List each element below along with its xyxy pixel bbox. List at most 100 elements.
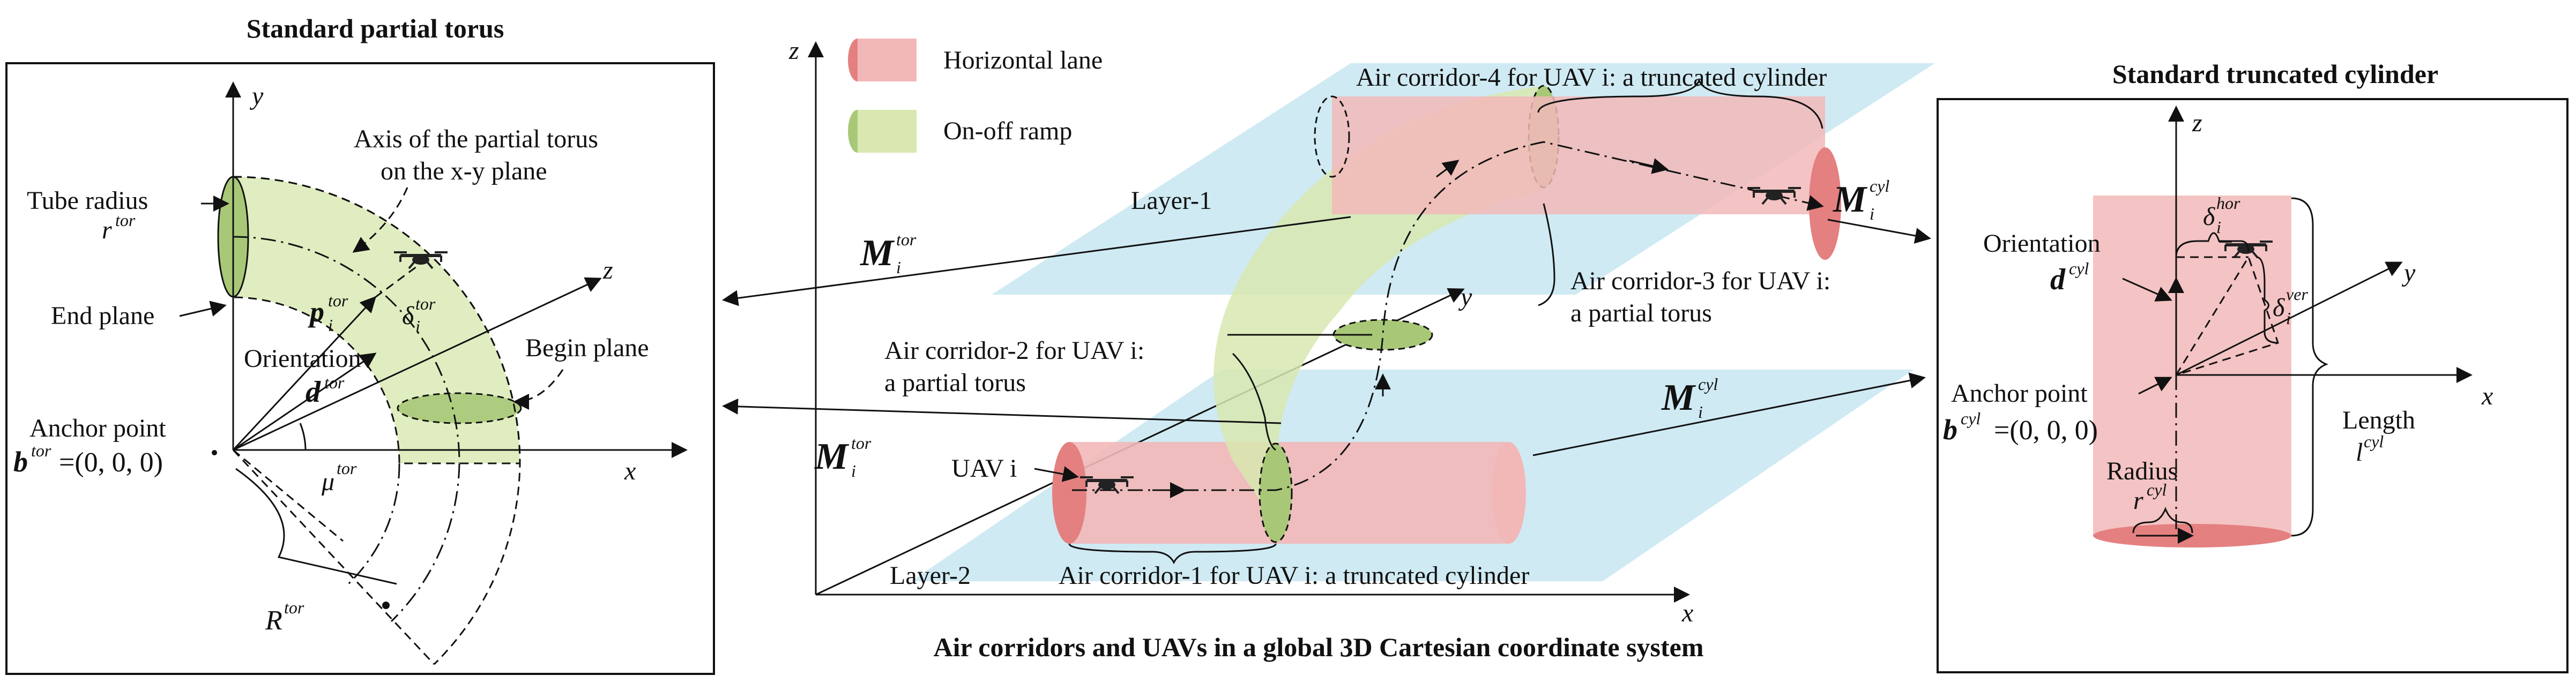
corridor-2-label-2: a partial torus xyxy=(884,369,1026,397)
left-y-label: y xyxy=(249,82,264,110)
corridor-3-brace xyxy=(1538,203,1555,306)
d-tor-sup: tor xyxy=(324,373,345,392)
cyl-anchor-b: b xyxy=(1943,414,1957,446)
delta-tor-sym: δ xyxy=(402,302,414,330)
M-cyl-lower-sup: cyl xyxy=(1698,374,1718,394)
cyl-d-sym: d xyxy=(2050,263,2066,296)
delta-ver-sym: δ xyxy=(2273,294,2285,322)
orientation-label: Orientation xyxy=(244,344,361,373)
axis-label-1: Axis of the partial torus xyxy=(354,125,598,153)
ver-bracket xyxy=(2256,256,2279,344)
delta-hor-sup: hor xyxy=(2216,193,2240,213)
trajectory-arrow-3 xyxy=(1629,158,1669,174)
M-tor-lower-sup: tor xyxy=(851,433,872,453)
mid-arc xyxy=(390,463,460,622)
mu-sym: μ xyxy=(321,468,334,496)
d-tor-sym: d xyxy=(306,376,321,409)
length-label: Length xyxy=(2342,406,2415,434)
cyl-orientation-arrow xyxy=(2122,277,2172,302)
corridor-2-brace xyxy=(1232,352,1276,451)
M-cyl-lower-sym: M xyxy=(1661,377,1696,418)
p-tor-sup: tor xyxy=(328,291,348,310)
cyl-anchor-label: Anchor point xyxy=(1951,379,2088,408)
corridor-1-brace xyxy=(1068,543,1277,565)
M-tor-lower-sub: i xyxy=(851,461,856,481)
radius-line-2 xyxy=(233,449,344,542)
corridor-4-body xyxy=(1332,96,1825,214)
corridor-1-label: Air corridor-1 for UAV i: a truncated cy… xyxy=(1059,561,1529,590)
begin-plane-label: Begin plane xyxy=(525,334,649,362)
uav-label: UAV i xyxy=(951,454,1017,483)
left-z-axis xyxy=(233,277,602,451)
R-brace xyxy=(235,468,397,585)
inner-arc xyxy=(347,463,400,585)
delta-hor-sub: i xyxy=(2216,217,2221,237)
right-panel-title: Standard truncated cylinder xyxy=(2112,59,2438,89)
left-x-label: x xyxy=(624,457,636,485)
p-tor-sub: i xyxy=(328,316,333,335)
radius-bracket xyxy=(2132,506,2193,534)
tube-radius-label: Tube radius xyxy=(27,186,148,215)
legend-horizontal-swatch xyxy=(858,39,917,81)
M-tor-upper-sup: tor xyxy=(896,230,917,249)
delta-tor-sup: tor xyxy=(415,294,436,313)
corridor-3-label-1: Air corridor-3 for UAV i: xyxy=(1570,267,1830,295)
ramp-begin-ellipse xyxy=(1259,442,1293,543)
right-z-label: z xyxy=(2192,109,2202,137)
middle-caption: Air corridors and UAVs in a global 3D Ca… xyxy=(933,632,1703,662)
legend-ramp-label: On-off ramp xyxy=(943,117,1072,145)
axis-label-arrow xyxy=(352,187,408,253)
delta-line xyxy=(375,262,421,298)
uav-trajectory xyxy=(1072,141,1824,491)
mu-arc xyxy=(299,423,307,451)
M-tor-lower-arrow xyxy=(722,398,1282,424)
left-z-label: z xyxy=(602,256,613,284)
position-vector xyxy=(232,296,377,451)
corridor-2-label-1: Air corridor-2 for UAV i: xyxy=(884,336,1144,365)
M-tor-upper-sym: M xyxy=(860,232,895,274)
anchor-eq: =(0, 0, 0) xyxy=(59,447,163,478)
radius-sym: r xyxy=(2133,486,2143,515)
corridor-4-near-end xyxy=(1809,147,1841,260)
outer-arc xyxy=(233,176,521,665)
anchor-dot xyxy=(212,450,217,455)
layer-2-label: Layer-2 xyxy=(890,561,971,590)
middle-panel: z x y Horizontal lane On-off ramp xyxy=(722,36,1935,662)
length-sym: l xyxy=(2356,438,2363,467)
cyl-anchor-arrow xyxy=(2138,377,2172,395)
radius-dot xyxy=(382,602,390,609)
anchor-point-label: Anchor point xyxy=(29,414,166,442)
delta-hor-sym: δ xyxy=(2203,202,2215,231)
cyl-anchor-sup: cyl xyxy=(1961,409,1981,428)
layer-1-label: Layer-1 xyxy=(1131,186,1212,215)
M-cyl-lower-sub: i xyxy=(1698,402,1703,422)
mid-z-label: z xyxy=(788,36,799,65)
length-sup: cyl xyxy=(2364,432,2384,451)
tube-radius-sup: tor xyxy=(115,211,136,230)
corridor-1-far-end xyxy=(1492,442,1526,544)
right-panel: Standard truncated cylinder z x y Orient… xyxy=(1937,59,2568,673)
cyl-anchor-eq: =(0, 0, 0) xyxy=(1994,415,2098,446)
M-cyl-upper-sup: cyl xyxy=(1870,176,1889,196)
torus-axis-arc xyxy=(233,236,460,463)
M-cyl-upper-sym: M xyxy=(1833,179,1868,220)
corridor-4-brace xyxy=(1537,78,1823,129)
left-panel-title: Standard partial torus xyxy=(247,13,504,43)
delta-tor-sub: i xyxy=(415,317,420,336)
R-sym: R xyxy=(265,605,282,636)
left-panel-frame xyxy=(5,62,715,675)
cyl-orientation-label: Orientation xyxy=(1983,229,2101,258)
anchor-b-sym: b xyxy=(13,446,28,478)
corridor-1-near-end xyxy=(1052,442,1086,544)
left-panel: Standard partial torus y x z Tube radius xyxy=(5,13,715,675)
right-y-axis xyxy=(2176,261,2403,376)
M-tor-lower-sym: M xyxy=(814,436,850,477)
mu-sup: tor xyxy=(337,459,357,478)
mid-x-label: x xyxy=(1681,599,1693,627)
begin-plane-arrow xyxy=(513,369,564,410)
end-plane-label: End plane xyxy=(51,302,154,330)
hor-bracket xyxy=(2175,232,2250,258)
legend-horizontal-label: Horizontal lane xyxy=(943,46,1103,74)
M-cyl-upper-sub: i xyxy=(1870,204,1874,223)
